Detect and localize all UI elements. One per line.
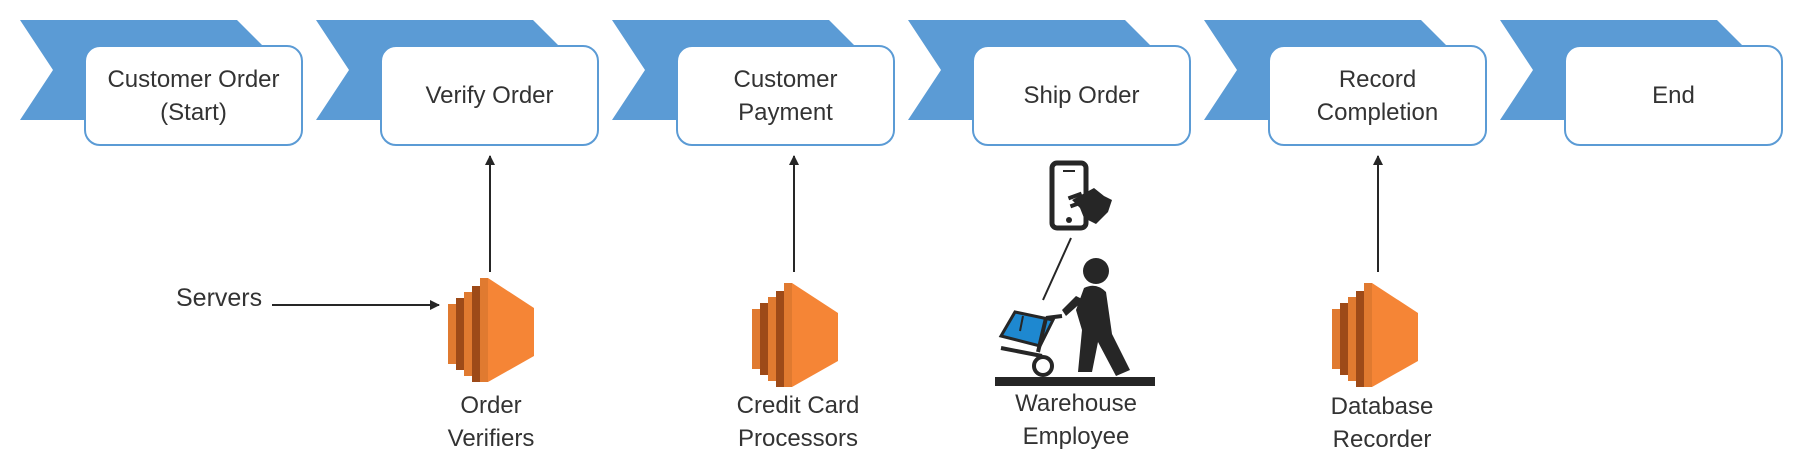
worker-with-hand-truck-icon <box>995 258 1155 386</box>
actor-label-credit-card-processors: Credit Card Processors <box>736 392 860 452</box>
hand-icon <box>1067 188 1112 224</box>
step-verify-order-box: Verify Order <box>380 45 599 146</box>
actor-label-warehouse-employee: Warehouse Employee <box>1015 390 1137 450</box>
step-ship-order-box: Ship Order <box>972 45 1191 146</box>
step-label: Verify Order <box>425 82 554 109</box>
servers-callout-label: Servers <box>176 284 263 312</box>
step-customer-order-box: Customer Order (Start) <box>84 45 303 146</box>
step-label: Record Completion <box>1316 65 1439 126</box>
server-stack-icon <box>448 278 534 382</box>
step-label: Customer Order (Start) <box>107 65 280 126</box>
step-customer-payment-box: Customer Payment <box>676 45 895 146</box>
step-record-completion-box: Record Completion <box>1268 45 1487 146</box>
phone-link-line <box>1042 237 1072 301</box>
step-label: Ship Order <box>1023 82 1140 109</box>
actor-label-database-recorder: Database Recorder <box>1330 393 1434 453</box>
server-stack-icon <box>752 283 838 387</box>
step-label: Customer Payment <box>733 65 838 126</box>
server-stack-icon <box>1332 283 1418 387</box>
step-label: End <box>1652 82 1695 109</box>
connector-arrows <box>272 155 1383 310</box>
actor-label-order-verifiers: Order Verifiers <box>447 392 535 452</box>
step-end-box: End <box>1564 45 1783 146</box>
